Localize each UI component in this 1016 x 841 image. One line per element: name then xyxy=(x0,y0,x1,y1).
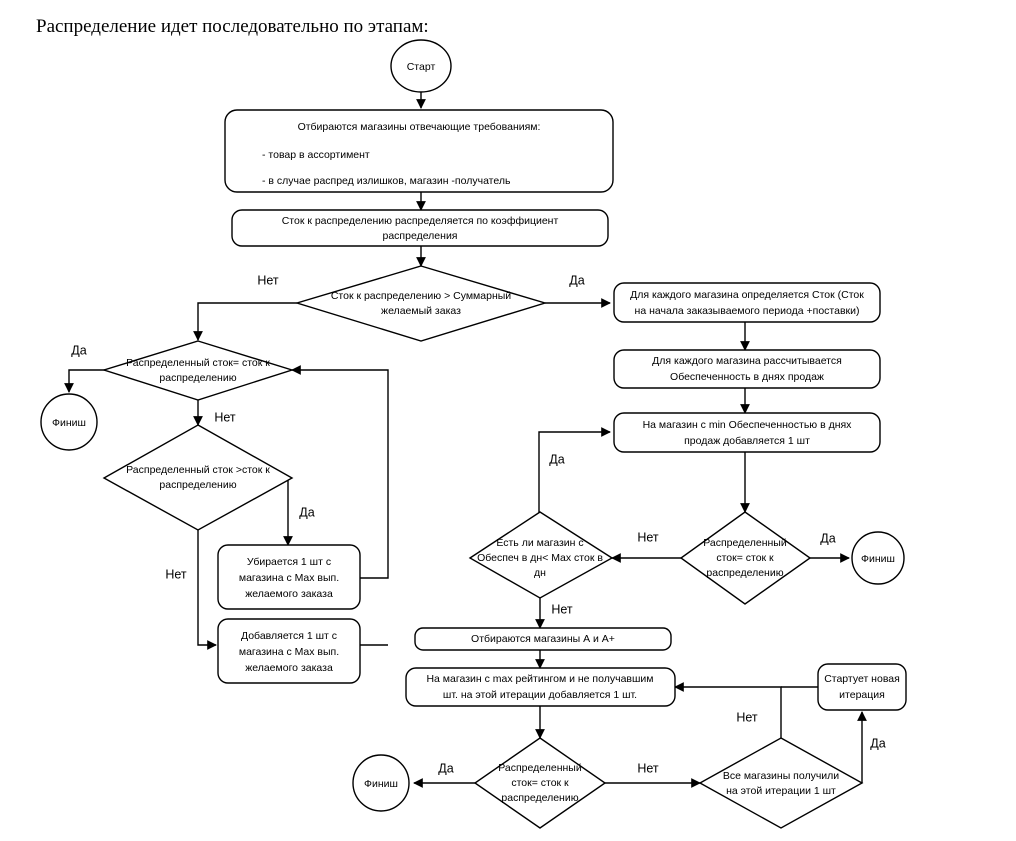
node-cond-bottom-line-1: Распределенный xyxy=(498,762,582,774)
node-cond-coverage-line-2: Обеспеч в дн< Max сток в xyxy=(477,552,603,564)
node-cond-left-line-2: распределению xyxy=(159,372,236,384)
edge-left-yes-finish xyxy=(64,369,108,393)
node-add-line-3: желаемого заказа xyxy=(245,662,333,674)
node-cond-coverage-line-1: Есть ли магазин с xyxy=(496,537,583,549)
edge-remove-feedback xyxy=(291,365,389,579)
edge-label-no-left-2: Нет xyxy=(165,567,187,581)
node-add-min-coverage[interactable]: На магазин с min Обеспеченностью в днях … xyxy=(613,412,881,453)
node-select-stores[interactable]: Отбираются магазины отвечающие требовани… xyxy=(224,109,614,193)
node-cond-bottom-line-2: сток= сток к xyxy=(511,777,569,789)
node-finish-left[interactable]: Финиш xyxy=(40,393,98,451)
edge-label-yes-remove: Да xyxy=(299,505,314,519)
node-add-line-2: магазина с Max вып. xyxy=(239,646,339,658)
node-calc-stock[interactable]: Для каждого магазина определяется Сток (… xyxy=(613,282,881,323)
edge-label-no-coverage: Нет xyxy=(551,602,573,616)
node-add-max-rating[interactable]: На магазин с max рейтингом и не получавш… xyxy=(405,667,676,707)
node-select-stores-line-3: - в случае распред излишков, магазин -по… xyxy=(262,175,511,187)
node-finish-left-label: Финиш xyxy=(52,417,86,429)
node-distribute-line-2: распределения xyxy=(383,230,458,242)
edge-cond1-no xyxy=(193,302,297,341)
node-addmin-line-2: продаж добавляется 1 шт xyxy=(684,435,810,447)
node-cond-right-line-2: сток= сток к xyxy=(716,552,774,564)
edge-gt-no xyxy=(197,530,217,650)
edge-label-yes-iteration: Да xyxy=(870,736,885,750)
node-layer: Старт Отбираются магазины отвечающие тре… xyxy=(40,39,907,829)
node-distribute-line-1: Сток к распределению распределяется по к… xyxy=(282,215,559,227)
node-calc-coverage[interactable]: Для каждого магазина рассчитывается Обес… xyxy=(613,349,881,389)
node-calc-stock-line-1: Для каждого магазина определяется Сток (… xyxy=(630,289,864,301)
node-distribute-by-coef[interactable]: Сток к распределению распределяется по к… xyxy=(231,209,609,247)
node-cond-left-line-1: Распределенный сток= сток к xyxy=(126,357,270,369)
edge-label-layer: Нет Да Да Нет Да Нет Да Нет Да Нет Да Не… xyxy=(71,273,885,775)
edge-label-yes-1: Да xyxy=(569,273,584,287)
node-calc-coverage-line-2: Обеспеченность в днях продаж xyxy=(670,371,824,383)
node-finish-bottom-label: Финиш xyxy=(364,778,398,790)
node-add-one[interactable]: Добавляется 1 шт с магазина с Max вып. ж… xyxy=(217,618,361,684)
node-cond-dist-eq-stock-left[interactable]: Распределенный сток= сток к распределени… xyxy=(101,340,295,401)
edge-label-yes-left-finish: Да xyxy=(71,343,86,357)
node-cond-dist-eq-stock-right[interactable]: Распределенный сток= сток к распределени… xyxy=(679,511,812,605)
node-select-stores-line-1: Отбираются магазины отвечающие требовани… xyxy=(298,121,541,133)
node-finish-right-label: Финиш xyxy=(861,553,895,565)
node-remove-line-1: Убирается 1 шт с xyxy=(247,556,331,568)
node-calc-stock-line-2: на начала заказываемого периода +поставк… xyxy=(635,305,860,317)
node-cond-store-coverage[interactable]: Есть ли магазин с Обеспеч в дн< Max сток… xyxy=(468,511,614,599)
page-caption: Распределение идет последовательно по эт… xyxy=(36,16,429,37)
node-allstores-line-1: Все магазины получили xyxy=(723,770,839,782)
edge-allstores-no-loop xyxy=(674,682,782,738)
node-cond-stock-gt-order[interactable]: Сток к распределению > Суммарный желаемы… xyxy=(294,265,548,342)
node-new-iteration[interactable]: Стартует новая итерация xyxy=(817,663,907,711)
edge-label-no-1: Нет xyxy=(257,273,279,287)
node-cond-gt-line-2: распределению xyxy=(159,479,236,491)
node-cond1-line-2: желаемый заказ xyxy=(381,305,461,317)
edge-label-yes-bottom-finish: Да xyxy=(438,761,453,775)
node-add-line-1: Добавляется 1 шт с xyxy=(241,630,337,642)
node-select-stores-line-2: - товар в ассортимент xyxy=(262,149,370,161)
node-newiteration-line-1: Стартует новая xyxy=(824,673,900,685)
edge-label-yes-right-finish: Да xyxy=(820,531,835,545)
node-start-label: Старт xyxy=(407,61,436,73)
node-astores-line-1: Отбираются магазины А и А+ xyxy=(471,633,615,645)
node-addmin-line-1: На магазин с min Обеспеченностью в днях xyxy=(643,419,853,431)
node-addmax-line-1: На магазин с max рейтингом и не получавш… xyxy=(426,673,653,685)
node-finish-right[interactable]: Финиш xyxy=(851,531,905,585)
node-allstores-line-2: на этой итерации 1 шт xyxy=(726,785,836,797)
node-cond-bottom-line-3: распределению xyxy=(501,792,578,804)
node-cond-right-line-3: распределению xyxy=(706,567,783,579)
node-remove-line-2: магазина с Max вып. xyxy=(239,572,339,584)
node-newiteration-line-2: итерация xyxy=(839,689,885,701)
edge-layer xyxy=(64,92,867,788)
node-cond-dist-gt-stock[interactable]: Распределенный сток >сток к распределени… xyxy=(102,424,294,531)
node-cond-all-stores[interactable]: Все магазины получили на этой итерации 1… xyxy=(698,737,864,829)
edge-label-no-iteration: Нет xyxy=(736,710,758,724)
edge-label-no-right-1: Нет xyxy=(637,530,659,544)
node-cond-gt-line-1: Распределенный сток >сток к xyxy=(126,464,270,476)
node-cond-right-line-1: Распределенный xyxy=(703,537,787,549)
node-finish-bottom[interactable]: Финиш xyxy=(352,754,410,812)
edge-label-no-left-1: Нет xyxy=(214,410,236,424)
node-calc-coverage-line-1: Для каждого магазина рассчитывается xyxy=(652,355,842,367)
node-cond1-line-1: Сток к распределению > Суммарный xyxy=(331,290,511,302)
node-addmax-line-2: шт. на этой итерации добавляется 1 шт. xyxy=(443,689,637,701)
node-start[interactable]: Старт xyxy=(390,39,452,93)
edge-label-no-bottom-1: Нет xyxy=(637,761,659,775)
node-cond-dist-eq-stock-bottom[interactable]: Распределенный сток= сток к распределени… xyxy=(473,737,607,829)
node-select-a-stores[interactable]: Отбираются магазины А и А+ xyxy=(414,627,672,651)
node-remove-one[interactable]: Убирается 1 шт с магазина с Max вып. жел… xyxy=(217,544,361,610)
node-remove-line-3: желаемого заказа xyxy=(245,588,333,600)
node-cond-coverage-line-3: дн xyxy=(534,567,546,579)
edge-label-yes-coverage-loop: Да xyxy=(549,452,564,466)
